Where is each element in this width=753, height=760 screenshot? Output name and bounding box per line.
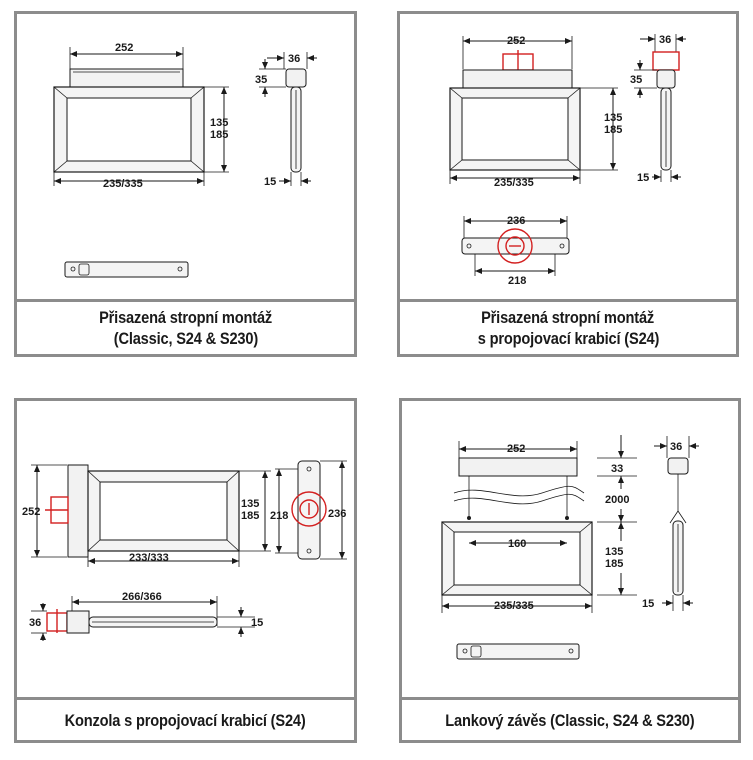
dim-bottom-width: 233/333 — [129, 552, 169, 564]
dim-top-width: 252 — [507, 443, 525, 455]
caption-line-1: Přisazená stropní montáž — [99, 308, 272, 327]
cable-suspension-drawing: 252 160 33 2000 135 185 235/335 — [441, 435, 699, 660]
dim-side-width: 36 — [288, 53, 300, 65]
dim-height-a: 135 — [604, 112, 622, 124]
dim-bottom-width: 235/335 — [494, 600, 534, 612]
dim-side-width: 36 — [670, 441, 682, 453]
dim-height-a: 135 — [241, 498, 259, 510]
caption-line-1: Konzola s propojovací krabicí (S24) — [65, 710, 306, 730]
dim-side-top: 35 — [255, 74, 267, 86]
dim-inner-width: 160 — [508, 538, 526, 550]
dim-plate-height-right: 236 — [328, 508, 346, 520]
caption: Lankový závěs (Classic, S24 & S230) — [402, 697, 738, 740]
ceiling-mount-junction-box-drawing: 252 135 185 235/335 36 35 15 — [449, 34, 686, 287]
panel-wall-bracket: 252 135 185 233/333 218 236 — [14, 398, 357, 743]
caption: Přisazená stropní montáž s propojovací k… — [400, 299, 736, 354]
ceiling-mount-drawing: 252 135 185 235/335 36 35 15 — [53, 42, 317, 278]
dim-top-width: 252 — [507, 35, 525, 47]
dim-bottom-width: 235/335 — [494, 177, 534, 189]
dim-side-depth: 15 — [264, 176, 276, 188]
dim-side-top: 35 — [630, 74, 642, 86]
dim-box-top: 236 — [507, 215, 525, 227]
dim-left-height: 252 — [22, 506, 40, 518]
dim-drop-b: 2000 — [605, 494, 629, 506]
panel-ceiling-mount-junction-box: 252 135 185 235/335 36 35 15 — [397, 11, 739, 357]
dim-side-depth: 15 — [642, 598, 654, 610]
dim-side-depth: 15 — [637, 172, 649, 184]
caption: Přisazená stropní montáž (Classic, S24 &… — [17, 299, 354, 354]
dim-height-b: 185 — [210, 129, 228, 141]
dim-side-width: 266/366 — [122, 591, 162, 603]
caption-line-1: Lankový závěs (Classic, S24 & S230) — [445, 710, 695, 730]
dim-height-b: 185 — [604, 124, 622, 136]
dim-plate-height-left: 218 — [270, 510, 288, 522]
dim-side-width: 36 — [659, 34, 671, 46]
dim-side-left: 36 — [29, 617, 41, 629]
dim-side-depth: 15 — [251, 617, 263, 629]
dim-box-bottom: 218 — [508, 275, 526, 287]
dim-top-width: 252 — [115, 42, 133, 54]
dim-height-a: 135 — [605, 546, 623, 558]
caption: Konzola s propojovací krabicí (S24) — [17, 697, 354, 740]
caption-line-2: s propojovací krabicí (S24) — [477, 329, 659, 348]
dim-height-b: 185 — [241, 510, 259, 522]
panel-cable-suspension: 252 160 33 2000 135 185 235/335 — [399, 398, 741, 743]
dim-height-b: 185 — [605, 558, 623, 570]
dim-height-a: 135 — [210, 117, 228, 129]
caption-line-2: (Classic, S24 & S230) — [113, 329, 258, 348]
dim-drop-a: 33 — [611, 463, 623, 475]
panel-ceiling-mount: 252 135 185 235/335 36 35 15 — [14, 11, 357, 357]
dim-bottom-width: 235/335 — [103, 178, 143, 190]
wall-bracket-drawing: 252 135 185 233/333 218 236 — [22, 460, 347, 641]
caption-line-1: Přisazená stropní montáž — [481, 308, 655, 327]
